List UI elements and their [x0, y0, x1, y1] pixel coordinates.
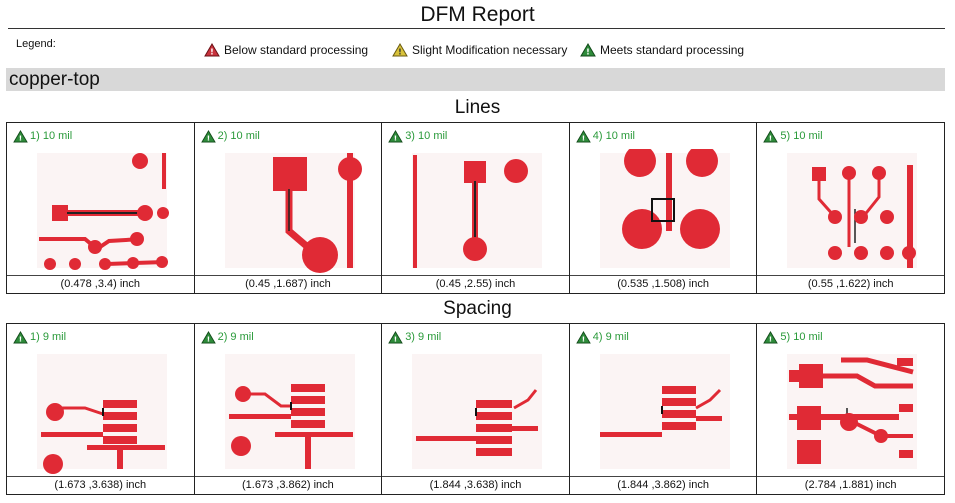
lines-cell-3-label: 3) 10 mil [405, 130, 448, 142]
legend-label: Legend: [16, 38, 56, 50]
spacing-cell-1-coord: (1.673 ,3.638) inch [7, 476, 194, 494]
lines-cell-2-header: ! 2) 10 mil [195, 123, 382, 149]
lines-cell-4-label: 4) 10 mil [592, 130, 635, 142]
spacing-cell-3-coord: (1.844 ,3.638) inch [382, 476, 569, 494]
svg-text:!: ! [19, 133, 22, 142]
lines-cell-4-header: ! 4) 10 mil [570, 123, 757, 149]
lines-cell-4[interactable]: ! 4) 10 mil (0.535 ,1.508) inch [569, 123, 758, 294]
lines-cell-2[interactable]: ! 2) 10 mil (0.45 ,1.687) inch [194, 123, 383, 294]
spacing-grid: ! 1) 9 mil (1.673 ,3.638) inch ! 2) 9 mi… [6, 323, 945, 495]
lines-cell-3-header: ! 3) 10 mil [382, 123, 569, 149]
spacing-cell-2-thumbnail [195, 350, 382, 477]
legend-item-slight-modification: ! Slight Modification necessary [392, 43, 567, 57]
title-divider [8, 28, 945, 29]
spacing-cell-3-header: ! 3) 9 mil [382, 324, 569, 350]
green-check-icon: ! [575, 129, 591, 142]
report-title: DFM Report [420, 3, 535, 26]
spacing-cell-1-header: ! 1) 9 mil [7, 324, 194, 350]
svg-text:!: ! [206, 334, 209, 343]
lines-section-title: Lines [454, 97, 501, 118]
lines-cell-2-coord: (0.45 ,1.687) inch [194, 275, 382, 293]
spacing-cell-1-label: 1) 9 mil [30, 331, 67, 343]
legend-text-below-standard: Below standard processing [224, 43, 369, 57]
green-check-icon: ! [200, 129, 216, 142]
lines-cell-5-label: 5) 10 mil [780, 130, 823, 142]
spacing-cell-4-header: ! 4) 9 mil [570, 324, 757, 350]
lines-cell-4-coord: (0.535 ,1.508) inch [569, 275, 757, 293]
green-check-icon: ! [580, 43, 596, 57]
svg-text:!: ! [210, 48, 214, 57]
legend-text-meets-standard: Meets standard processing [600, 43, 745, 57]
spacing-cell-5-label: 5) 10 mil [780, 331, 823, 343]
lines-cell-1[interactable]: ! 1) 10 mil (0.478 ,3.4) inch [7, 123, 195, 294]
lines-grid: ! 1) 10 mil (0.478 ,3.4) inch ! 2) 10 mi… [6, 122, 945, 294]
yellow-warning-icon: ! [392, 43, 408, 57]
svg-text:!: ! [394, 334, 397, 343]
lines-cell-3-thumbnail [382, 149, 569, 276]
lines-cell-4-thumbnail [570, 149, 757, 276]
svg-text:!: ! [398, 48, 402, 57]
lines-cell-1-thumbnail [7, 149, 194, 276]
spacing-cell-2-header: ! 2) 9 mil [195, 324, 382, 350]
spacing-cell-4-label: 4) 9 mil [592, 331, 629, 343]
green-check-icon: ! [388, 330, 403, 343]
spacing-cell-1[interactable]: ! 1) 9 mil (1.673 ,3.638) inch [7, 324, 195, 495]
lines-cell-5-coord: (0.55 ,1.622) inch [757, 275, 944, 293]
svg-text:!: ! [394, 133, 397, 142]
spacing-cell-2-label: 2) 9 mil [217, 331, 254, 343]
spacing-cell-2-coord: (1.673 ,3.862) inch [194, 476, 382, 494]
spacing-cell-4-thumbnail [570, 350, 757, 477]
lines-cell-1-header: ! 1) 10 mil [7, 123, 194, 149]
spacing-cell-3[interactable]: ! 3) 9 mil (1.844 ,3.638) inch [382, 324, 570, 495]
green-check-icon: ! [200, 330, 216, 343]
svg-text:!: ! [769, 133, 772, 142]
spacing-cell-4[interactable]: ! 4) 9 mil (1.844 ,3.862) inch [569, 324, 758, 495]
green-check-icon: ! [763, 129, 779, 142]
spacing-section-title: Spacing [443, 298, 512, 319]
svg-text:!: ! [582, 334, 585, 343]
spacing-cell-3-label: 3) 9 mil [405, 331, 442, 343]
spacing-cell-4-coord: (1.844 ,3.862) inch [569, 476, 757, 494]
svg-text:!: ! [586, 48, 590, 57]
spacing-cell-2[interactable]: ! 2) 9 mil (1.673 ,3.862) inch [194, 324, 383, 495]
legend-item-below-standard: ! Below standard processing [204, 43, 368, 57]
spacing-cell-5-thumbnail [757, 350, 944, 477]
legend-text-slight-modification: Slight Modification necessary [412, 43, 568, 57]
spacing-cell-1-thumbnail [7, 350, 194, 477]
svg-text:!: ! [206, 133, 209, 142]
green-check-icon: ! [13, 330, 28, 343]
legend-item-meets-standard: ! Meets standard processing [580, 43, 744, 57]
spacing-cell-5[interactable]: ! 5) 10 mil (2.784 ,1.881) inch [757, 324, 945, 495]
lines-cell-5[interactable]: ! 5) 10 mil (0.55 ,1.622) inch [757, 123, 945, 294]
lines-cell-5-thumbnail [757, 149, 944, 276]
lines-cell-3-coord: (0.45 ,2.55) inch [382, 275, 569, 293]
svg-text:!: ! [19, 334, 22, 343]
lines-cell-5-header: ! 5) 10 mil [757, 123, 944, 149]
spacing-cell-5-coord: (2.784 ,1.881) inch [757, 476, 944, 494]
spacing-cell-5-header: ! 5) 10 mil [757, 324, 944, 350]
red-warning-icon: ! [204, 43, 220, 57]
layer-header: copper-top [6, 68, 945, 91]
lines-cell-1-label: 1) 10 mil [30, 130, 73, 142]
lines-cell-1-coord: (0.478 ,3.4) inch [7, 275, 194, 293]
svg-text:!: ! [769, 334, 772, 343]
lines-cell-2-label: 2) 10 mil [217, 130, 260, 142]
spacing-cell-3-thumbnail [382, 350, 569, 477]
green-check-icon: ! [388, 129, 403, 142]
svg-text:!: ! [582, 133, 585, 142]
lines-cell-2-thumbnail [195, 149, 382, 276]
lines-cell-3[interactable]: ! 3) 10 mil (0.45 ,2.55) inch [382, 123, 570, 294]
green-check-icon: ! [575, 330, 591, 343]
green-check-icon: ! [13, 129, 28, 142]
green-check-icon: ! [763, 330, 779, 343]
